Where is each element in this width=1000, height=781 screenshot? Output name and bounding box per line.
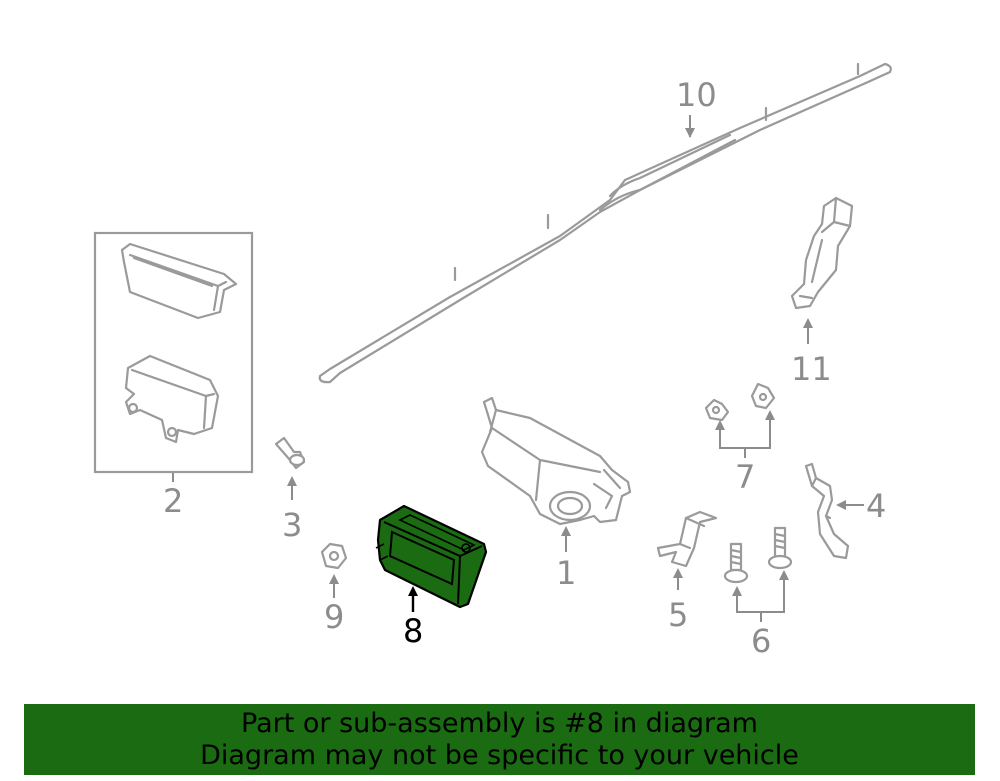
part-7-clip-left[interactable]	[704, 398, 730, 422]
callout-11: 11	[791, 350, 832, 388]
banner-line-1: Part or sub-assembly is #8 in diagram	[241, 708, 758, 739]
banner-line-2: Diagram may not be specific to your vehi…	[200, 740, 799, 771]
part-4-bracket[interactable]	[804, 462, 850, 560]
arrowhead-11	[803, 318, 813, 328]
arrowhead-8	[408, 586, 418, 596]
callout-6: 6	[751, 622, 771, 660]
callout-7: 7	[735, 458, 755, 496]
info-banner: Part or sub-assembly is #8 in diagram Di…	[24, 704, 975, 775]
arrowhead-4	[836, 500, 846, 510]
part-2-knee-airbag-module[interactable]	[124, 354, 220, 444]
callout-2: 2	[163, 482, 183, 520]
arrowhead-6a	[732, 586, 742, 596]
arrowhead-3	[287, 476, 297, 486]
callout-3: 3	[282, 506, 302, 544]
parts-diagram: 10 2 3 9 8	[93, 62, 892, 660]
arrowhead-7a	[715, 420, 725, 430]
part-7-clip-right[interactable]	[750, 382, 776, 410]
arrowhead-10	[685, 128, 695, 138]
callout-8: 8	[403, 612, 423, 650]
part-9-nut[interactable]	[320, 542, 348, 570]
callout-1: 1	[556, 554, 576, 592]
pointer-7	[719, 414, 771, 458]
arrowhead-9	[329, 574, 339, 584]
arrowhead-5	[673, 568, 683, 578]
part-5-bracket[interactable]	[656, 510, 718, 568]
part-10-curtain-airbag[interactable]	[318, 62, 892, 384]
arrowhead-6b	[779, 570, 789, 580]
part-8-highlighted-module[interactable]	[375, 504, 488, 609]
arrowhead-7b	[765, 410, 775, 420]
callout-5: 5	[668, 596, 688, 634]
part-1-passenger-airbag[interactable]	[480, 396, 632, 526]
arrowhead-1	[561, 526, 571, 536]
part-2-knee-airbag-cover[interactable]	[120, 242, 238, 320]
part-6-bolt-left[interactable]	[723, 542, 749, 584]
callout-9: 9	[324, 598, 344, 636]
part-2-group-box	[93, 231, 254, 474]
part-3-bolt[interactable]	[274, 436, 306, 470]
part-11-bracket[interactable]	[790, 196, 854, 310]
callout-10: 10	[676, 76, 717, 114]
part-6-bolt-right[interactable]	[767, 526, 793, 570]
pointer-6	[736, 574, 785, 622]
callout-4: 4	[866, 487, 886, 525]
